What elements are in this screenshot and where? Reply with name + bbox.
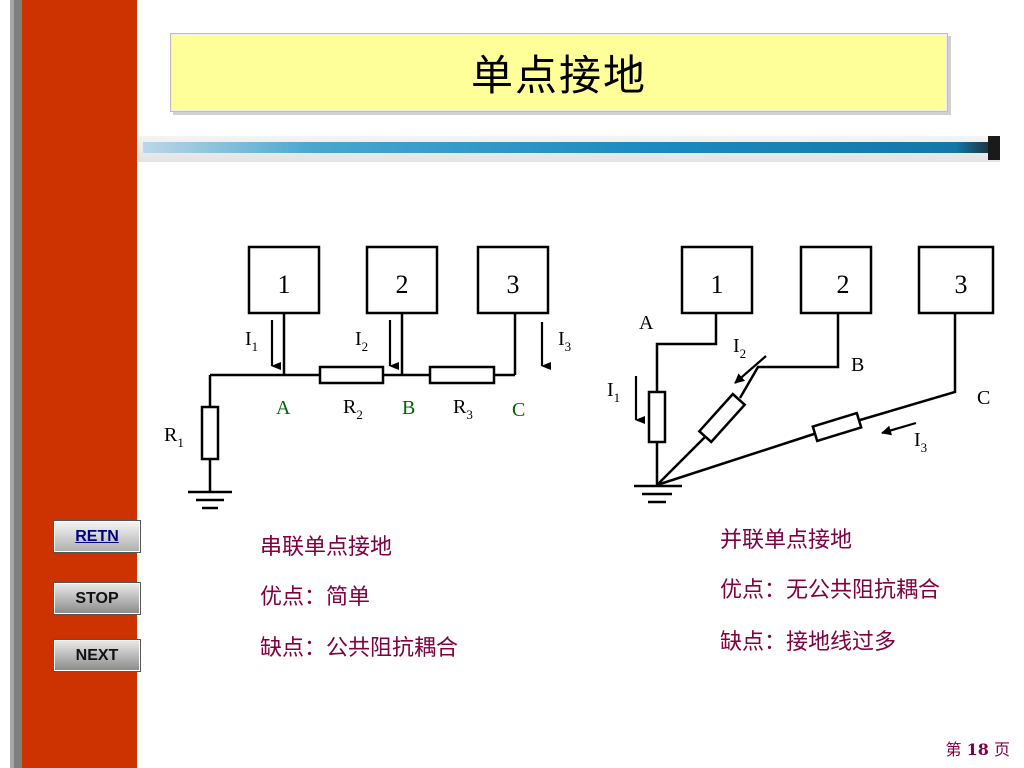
parallel-resistor-2	[697, 392, 747, 444]
parallel-box-label: 3	[955, 270, 968, 299]
parallel-arrow-i3	[881, 421, 917, 436]
series-diagram	[188, 245, 550, 510]
series-box-1	[247, 245, 321, 315]
parallel-wire-1	[655, 313, 718, 392]
current-label-i2: I2	[355, 328, 368, 354]
current-label-i3: I3	[558, 328, 571, 354]
parallel-resistor-1	[647, 390, 667, 444]
series-ground-icon	[188, 490, 232, 510]
parallel-node-c: C	[977, 387, 990, 409]
slide-title: 单点接地	[470, 51, 647, 100]
retn-button[interactable]: RETN	[54, 521, 140, 552]
parallel-node-b: B	[851, 354, 864, 376]
parallel-text-labels: A B C I1 I2 I3	[607, 312, 990, 455]
parallel-caption-title: 并联单点接地	[720, 528, 853, 553]
parallel-current-i2: I2	[733, 335, 746, 361]
parallel-wire-3	[859, 313, 957, 422]
parallel-node-a: A	[639, 312, 654, 334]
parallel-current-i3: I3	[914, 429, 927, 455]
current-label-i1: I1	[245, 328, 258, 354]
series-text-labels: I1 I2 I3 R2 R3 R1	[164, 328, 571, 450]
series-box-labels: 1 2 3	[278, 270, 520, 299]
parallel-arrow-i2	[734, 355, 767, 384]
title-rule-end	[988, 136, 1000, 160]
series-caption-title: 串联单点接地	[260, 535, 393, 560]
parallel-box-label: 2	[837, 270, 850, 299]
series-caption-pro: 优点：简单	[260, 585, 371, 610]
parallel-box-labels: 1 2 3	[711, 270, 968, 299]
resistor-label-r3: R3	[453, 396, 473, 422]
next-button[interactable]: NEXT	[54, 640, 140, 671]
series-caption-con: 缺点：公共阻抗耦合	[260, 636, 459, 661]
parallel-resistor-3	[811, 411, 863, 443]
parallel-ground-icon	[634, 484, 682, 504]
node-label-a: A	[276, 397, 291, 419]
parallel-wire-2	[656, 436, 706, 486]
series-resistor-r2	[318, 365, 385, 385]
parallel-caption-con: 缺点：接地线过多	[720, 630, 897, 655]
parallel-caption-pro: 优点：无公共阻抗耦合	[720, 578, 941, 603]
series-box-label: 2	[396, 270, 409, 299]
series-box-label: 3	[507, 270, 520, 299]
series-node-labels: A B C	[276, 397, 525, 421]
parallel-wire-3	[656, 432, 815, 487]
page-number: 第 18 页	[946, 736, 1010, 760]
parallel-current-arrows	[634, 355, 917, 436]
series-box-2	[365, 245, 439, 315]
title-rule	[143, 142, 998, 153]
series-box-3	[476, 245, 550, 315]
node-label-c: C	[512, 399, 525, 421]
title-box: 单点接地	[170, 33, 948, 112]
page-number-value: 18	[966, 740, 989, 759]
parallel-box-2	[799, 245, 873, 315]
parallel-current-i1: I1	[607, 379, 620, 405]
parallel-box-label: 1	[711, 270, 724, 299]
page-suffix: 页	[993, 740, 1010, 759]
parallel-wire-2	[738, 313, 840, 399]
parallel-diagram	[634, 245, 995, 504]
sidebar-shadow-inner	[14, 0, 22, 768]
series-resistor-r1	[200, 405, 220, 461]
series-resistor-r3	[428, 365, 496, 385]
page-prefix: 第	[945, 740, 962, 759]
resistor-label-r1: R1	[164, 424, 184, 450]
series-box-label: 1	[278, 270, 291, 299]
series-current-arrows	[270, 320, 551, 370]
node-label-b: B	[402, 397, 415, 419]
resistor-label-r2: R2	[343, 396, 363, 422]
stop-button[interactable]: STOP	[54, 583, 140, 614]
